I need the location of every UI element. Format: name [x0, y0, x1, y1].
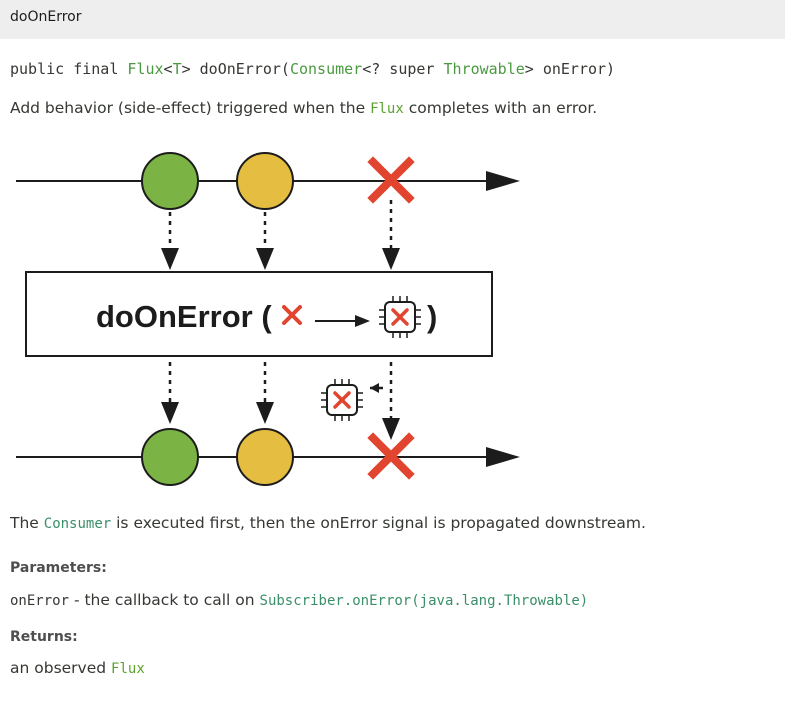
- signature-lt: <: [163, 60, 173, 78]
- description-flux-code: Flux: [370, 101, 404, 117]
- yellow-marble-bottom: [236, 428, 294, 486]
- description-text-end: completes with an error.: [403, 99, 598, 117]
- signature-prefix: public final: [10, 60, 128, 78]
- note-text-end: is executed first, then the onError sign…: [111, 514, 646, 532]
- method-title: doOnError: [10, 9, 82, 25]
- timeline-arrow-icon: [486, 447, 520, 467]
- returns-flux-link[interactable]: Flux: [111, 661, 145, 677]
- error-x-icon: [367, 432, 415, 480]
- note-text: The: [10, 514, 44, 532]
- timeline-arrow-icon: [486, 171, 520, 191]
- description-text: Add behavior (side-effect) triggered whe…: [10, 99, 371, 117]
- signature-method: > doOnError(: [181, 60, 290, 78]
- consumer-type-link[interactable]: Consumer: [289, 60, 363, 78]
- returns-label: Returns:: [10, 629, 78, 645]
- operator-label: doOnError (: [96, 299, 272, 334]
- result-timeline: [16, 428, 520, 486]
- source-timeline: [16, 152, 520, 210]
- parameter-entry: onError - the callback to call on Subscr…: [10, 591, 588, 609]
- consumer-executed-chip-icon: [319, 377, 365, 423]
- green-marble-top: [141, 152, 199, 210]
- operator-error-x-icon: [282, 305, 302, 325]
- generic-t-link[interactable]: T: [172, 60, 182, 78]
- green-marble-bottom: [141, 428, 199, 486]
- signature-suffix: > onError): [524, 60, 616, 78]
- marble-diagram: doOnError ( ): [16, 152, 520, 486]
- parameters-label: Parameters:: [10, 560, 107, 576]
- method-signature: public final Flux<T> doOnError(Consumer<…: [10, 60, 615, 78]
- note-consumer-code: Consumer: [43, 516, 112, 532]
- parameter-name: onError: [10, 593, 70, 609]
- method-description: Add behavior (side-effect) triggered whe…: [10, 99, 597, 117]
- flux-type-link[interactable]: Flux: [127, 60, 164, 78]
- operator-close: ): [427, 299, 437, 334]
- returns-entry: an observed Flux: [10, 659, 145, 677]
- parameter-desc: - the callback to call on: [69, 591, 260, 609]
- yellow-marble-top: [236, 152, 294, 210]
- consumer-note: The Consumer is executed first, then the…: [10, 514, 646, 532]
- throwable-type-link[interactable]: Throwable: [443, 60, 525, 78]
- signature-mid: <? super: [362, 60, 444, 78]
- error-x-icon: [367, 156, 415, 204]
- input-arrows: [168, 200, 393, 252]
- returns-text: an observed: [10, 659, 112, 677]
- subscriber-onerror-link[interactable]: Subscriber.onError(java.lang.Throwable): [259, 593, 589, 609]
- method-header: doOnError: [0, 0, 785, 39]
